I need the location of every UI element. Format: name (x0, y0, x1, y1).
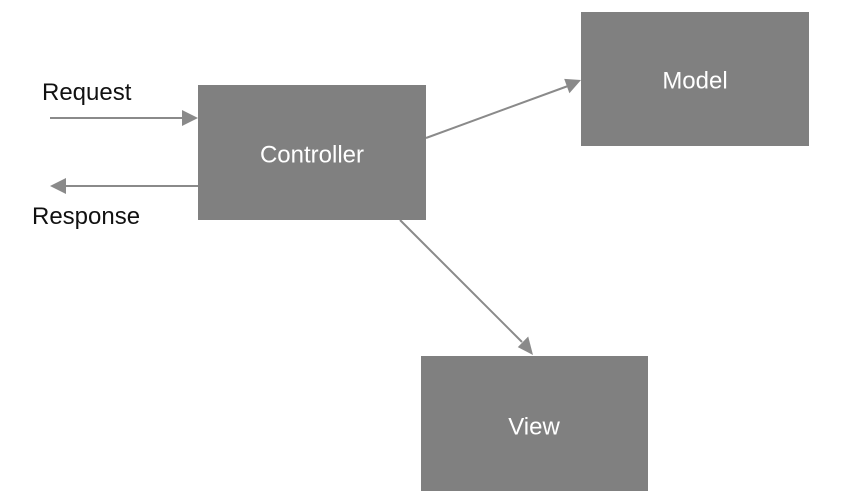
controller-to-view-arrow (399, 219, 533, 355)
response-arrow (50, 178, 198, 194)
request-arrow (50, 110, 198, 126)
request-label: Request (42, 79, 132, 106)
view-box: View (421, 356, 648, 491)
response-label: Response (32, 203, 140, 230)
model-box: Model (581, 12, 809, 146)
view-label: View (508, 413, 560, 440)
controller-label: Controller (260, 141, 364, 168)
controller-to-model-arrow (425, 78, 581, 139)
model-label: Model (662, 67, 727, 94)
controller-box: Controller (198, 85, 426, 220)
